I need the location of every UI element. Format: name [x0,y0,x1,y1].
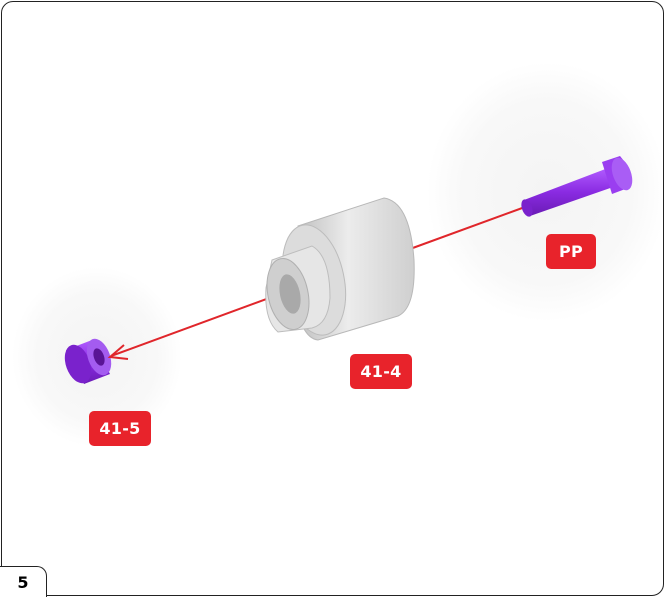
label-spacer: 41-5 [89,411,151,446]
pin-guide-line [409,206,526,250]
step-number: 5 [0,566,47,597]
label-pin: PP [546,234,596,269]
housing-part-icon [265,197,415,341]
spacer-part-icon [64,338,112,384]
pin-part-icon [521,156,633,217]
label-housing: 41-4 [350,354,412,389]
